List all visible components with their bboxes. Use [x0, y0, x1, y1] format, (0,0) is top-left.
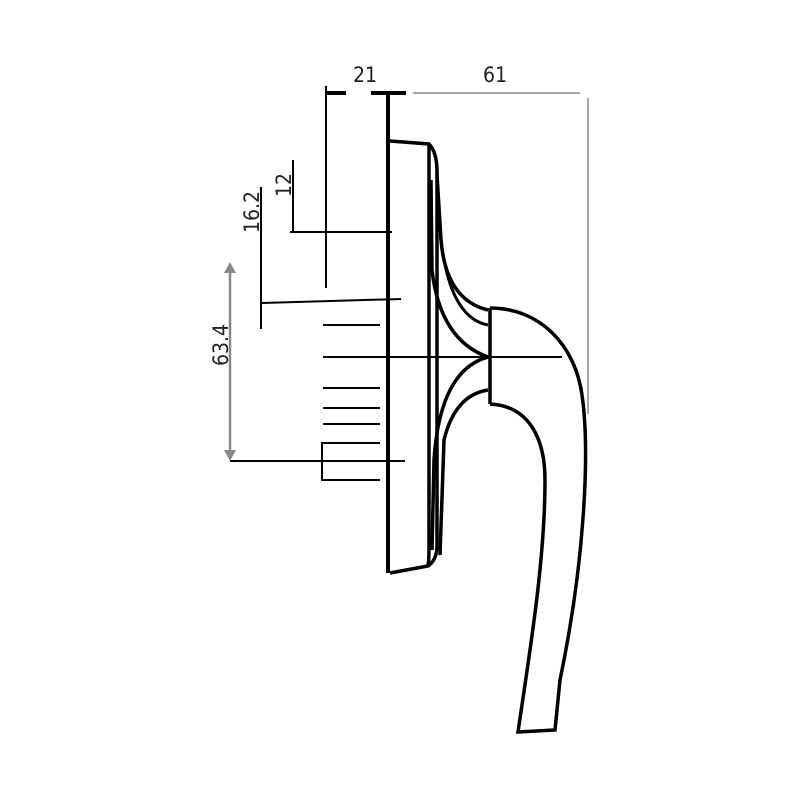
handle-lever-outer [489, 306, 588, 734]
neck-lower-inner [438, 388, 489, 556]
neck-upper-mid [439, 239, 489, 327]
neck-lower-outer [430, 355, 489, 551]
dim-21-label: 21 [353, 63, 377, 87]
rose-outline [389, 139, 439, 575]
dim-12-label: 12 [272, 173, 296, 197]
dim-63-label: 63.4 [209, 324, 233, 366]
dim-16-leader [261, 298, 402, 304]
arrow-up-icon [224, 262, 236, 273]
neck-upper-inner [429, 179, 489, 359]
dim-61-label: 61 [483, 63, 507, 87]
arrow-down-icon [224, 450, 236, 461]
neck-upper-outer [435, 174, 489, 312]
rose-inner-edge [426, 144, 431, 567]
dim-16-label: 16.2 [240, 191, 264, 233]
